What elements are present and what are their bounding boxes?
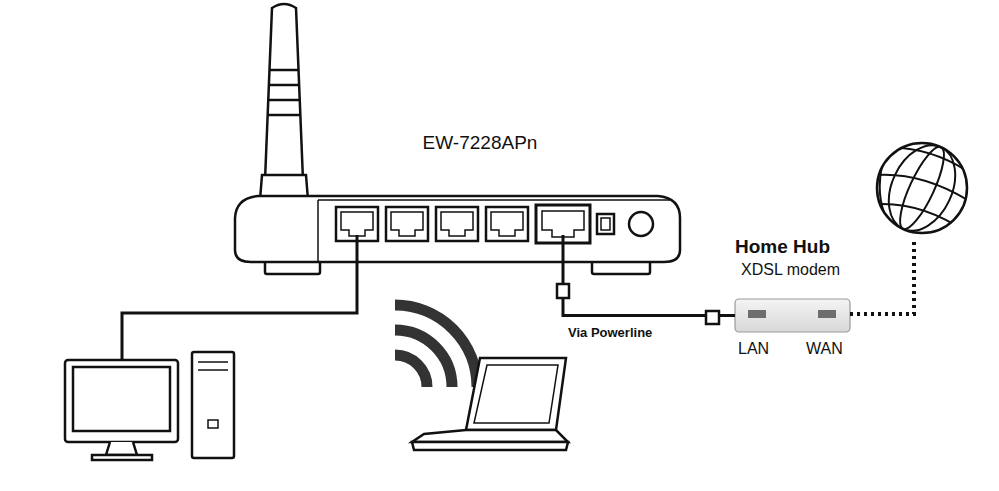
laptop-base bbox=[412, 442, 568, 450]
device-name: Home Hub bbox=[735, 236, 830, 258]
globe-symbol bbox=[866, 130, 980, 245]
globe-outline bbox=[877, 143, 967, 233]
antenna-rings bbox=[267, 70, 301, 115]
edge-label: Via Powerline bbox=[568, 325, 652, 340]
reset-button bbox=[597, 214, 614, 234]
device-model: EW-7228APn bbox=[355, 132, 605, 154]
monitor-stand bbox=[106, 442, 137, 455]
modem-body bbox=[735, 299, 850, 332]
modem-box: Home HubXDSL modem bbox=[735, 298, 850, 332]
reset-button bbox=[601, 218, 610, 230]
internet-link bbox=[850, 240, 914, 314]
tower-button bbox=[208, 420, 218, 428]
port-label: LAN bbox=[738, 340, 769, 358]
port-label: WAN bbox=[806, 340, 843, 358]
modem-lan-port bbox=[748, 310, 766, 318]
device-type: XDSL modem bbox=[741, 261, 840, 279]
router-body bbox=[235, 196, 680, 262]
port-socket bbox=[542, 211, 584, 237]
port-socket bbox=[341, 212, 523, 236]
router-panel bbox=[318, 200, 670, 262]
router-box: EW-7228APn bbox=[235, 196, 680, 262]
lan-ports bbox=[336, 207, 528, 241]
wifi-wave bbox=[395, 305, 477, 387]
powerline-connector bbox=[563, 262, 735, 316]
powerline-adapter bbox=[706, 311, 719, 324]
monitor bbox=[65, 360, 178, 442]
desktop-computer bbox=[65, 352, 234, 460]
parallel bbox=[866, 148, 980, 236]
drive-bay bbox=[198, 362, 228, 370]
wifi-symbol bbox=[395, 305, 477, 387]
tower-case bbox=[192, 352, 234, 458]
laptop-lid bbox=[466, 358, 566, 430]
powerline-adapter bbox=[557, 284, 569, 298]
router-illustration bbox=[235, 196, 680, 274]
wifi-wave bbox=[395, 355, 427, 387]
modem-illustration bbox=[735, 299, 850, 332]
laptop-keyboard bbox=[412, 430, 568, 442]
monitor-base bbox=[92, 455, 152, 460]
wan-cable bbox=[562, 235, 565, 262]
monitor-screen bbox=[73, 367, 170, 431]
laptop-screen bbox=[474, 365, 558, 423]
globe-grid bbox=[866, 130, 980, 245]
power-jack bbox=[629, 212, 653, 236]
laptop bbox=[412, 358, 568, 450]
modem-wan-port bbox=[818, 310, 836, 318]
ethernet-cable bbox=[122, 235, 357, 362]
wifi-wave bbox=[395, 330, 452, 387]
antenna bbox=[260, 4, 308, 205]
